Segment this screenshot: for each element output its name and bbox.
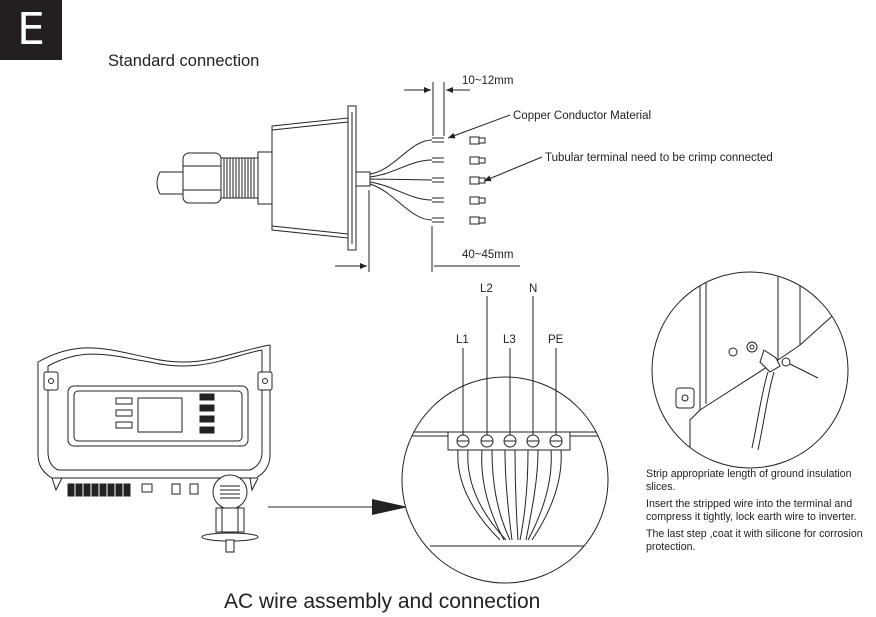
terminal-label-n: N: [529, 283, 537, 295]
diagram-caption: AC wire assembly and connection: [224, 590, 541, 613]
terminal-label-l2: L2: [480, 283, 493, 295]
ground-note-2: Insert the stripped wire into the termin…: [646, 498, 857, 523]
diagram-title: Standard connection: [108, 52, 260, 70]
terminal-zoom-circle: [401, 376, 609, 584]
callout-line-terminal: [483, 156, 543, 182]
terminal-label-l1: L1: [456, 334, 469, 346]
dimension-sheath-length: [335, 190, 520, 272]
callout-terminal: Tubular terminal need to be crimp connec…: [545, 152, 773, 164]
zoom-pointer-head: [372, 499, 408, 515]
dimension-strip-label: 10~12mm: [462, 75, 513, 87]
dimension-sheath-label: 40~45mm: [462, 249, 513, 261]
section-badge: E: [0, 0, 62, 60]
cable-gland-assembly: [156, 105, 486, 251]
ground-notes: Strip appropriate length of ground insul…: [646, 468, 874, 559]
terminal-block: [402, 431, 608, 547]
callout-conductor: Copper Conductor Material: [513, 110, 651, 122]
inverter-unit: [37, 344, 273, 553]
ground-note-3: The last step ,coat it with silicone for…: [646, 528, 863, 553]
terminal-label-l3: L3: [503, 334, 516, 346]
ground-zoom-circle: [651, 271, 849, 469]
terminal-leader-lines: [462, 296, 557, 435]
ground-note-1: Strip appropriate length of ground insul…: [646, 468, 852, 493]
callout-line-conductor: [447, 114, 511, 139]
dimension-strip-length: [404, 82, 470, 136]
terminal-label-pe: PE: [548, 334, 564, 346]
